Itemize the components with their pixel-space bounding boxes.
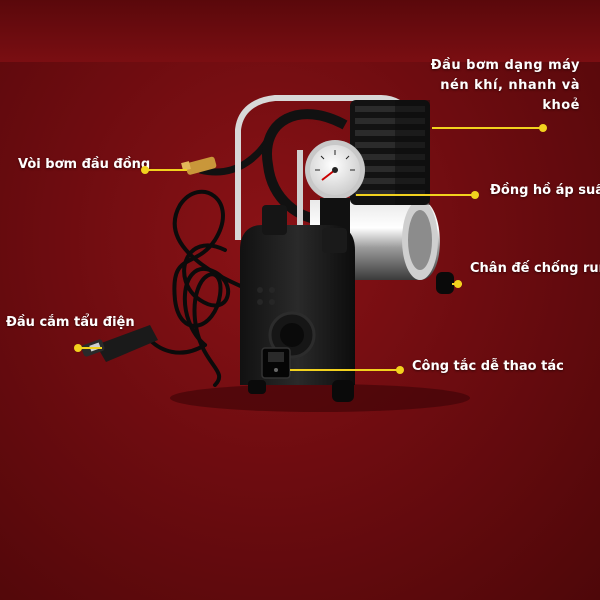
power-cable [148, 189, 252, 387]
label-feet: Chân đế chống rung [470, 261, 600, 276]
label-plug: Đầu cắm tẩu điện [6, 315, 135, 330]
compressor-head-fins [350, 100, 430, 205]
callout-dot-head [539, 124, 547, 132]
callout-dot-hose [141, 166, 149, 174]
callout-dot-feet [454, 280, 462, 288]
label-compressor-head: Đầu bơm dạng máy nén khí, nhanh và khoẻ [430, 58, 580, 113]
rubber-feet [248, 272, 454, 402]
label-gauge: Đồng hồ áp suất [490, 183, 600, 198]
callout-line-head [432, 127, 542, 129]
motor-housing [240, 205, 355, 385]
callout-dot-switch [396, 366, 404, 374]
callout-line-switch [290, 369, 398, 371]
brass-nozzle [181, 156, 217, 175]
callout-line-hose [145, 169, 187, 171]
callout-dot-gauge [471, 191, 479, 199]
callout-line-plug [80, 347, 102, 349]
power-switch [261, 347, 291, 379]
pressure-gauge [305, 140, 365, 233]
label-hose: Vòi bơm đầu đồng [18, 157, 151, 172]
callout-dot-plug [74, 344, 82, 352]
label-switch: Công tắc dễ thao tác [412, 359, 564, 374]
top-band [0, 0, 600, 62]
callout-line-gauge [356, 194, 474, 196]
